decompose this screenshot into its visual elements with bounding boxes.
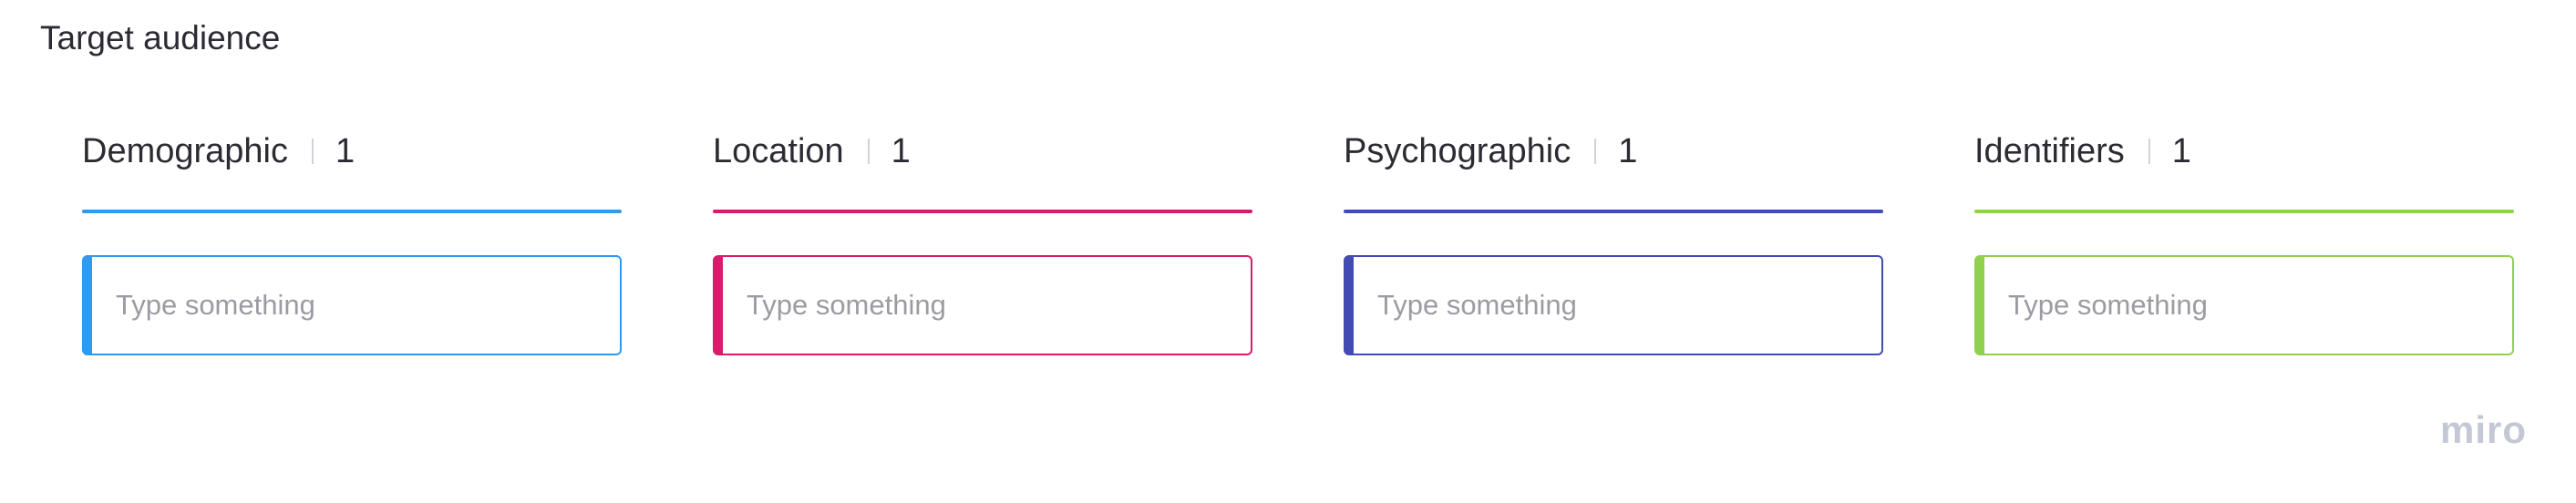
column-underline xyxy=(713,210,1252,213)
card-placeholder: Type something xyxy=(747,289,946,321)
board-title: Target audience xyxy=(40,19,281,56)
card-input[interactable]: Type something xyxy=(1974,255,2514,355)
column-count: 1 xyxy=(2171,132,2191,170)
header-divider xyxy=(2148,139,2150,164)
column-title: Location xyxy=(713,132,844,170)
column-title: Identifiers xyxy=(1974,132,2125,170)
card-placeholder: Type something xyxy=(1377,289,1577,321)
column-header[interactable]: Psychographic 1 xyxy=(1344,126,1883,177)
column-header[interactable]: Identifiers 1 xyxy=(1974,126,2514,177)
header-divider xyxy=(312,139,314,164)
header-divider xyxy=(1594,139,1597,164)
column-count: 1 xyxy=(335,132,355,170)
column-identifiers: Identifiers 1 Type something xyxy=(1974,126,2514,355)
column-count: 1 xyxy=(891,132,911,170)
card-placeholder: Type something xyxy=(116,289,315,321)
column-header[interactable]: Demographic 1 xyxy=(82,126,622,177)
card-input[interactable]: Type something xyxy=(1344,255,1883,355)
card-input[interactable]: Type something xyxy=(713,255,1252,355)
column-demographic: Demographic 1 Type something xyxy=(82,126,622,355)
column-underline xyxy=(82,210,622,213)
column-title: Psychographic xyxy=(1344,132,1571,170)
card-placeholder: Type something xyxy=(2008,289,2208,321)
miro-logo: miro xyxy=(2439,408,2527,451)
column-header[interactable]: Location 1 xyxy=(713,126,1252,177)
column-title: Demographic xyxy=(82,132,288,170)
column-psychographic: Psychographic 1 Type something xyxy=(1344,126,1883,355)
column-count: 1 xyxy=(1618,132,1638,170)
card-input[interactable]: Type something xyxy=(82,255,622,355)
column-underline xyxy=(1344,210,1883,213)
column-underline xyxy=(1974,210,2514,213)
column-location: Location 1 Type something xyxy=(713,126,1252,355)
header-divider xyxy=(867,139,870,164)
